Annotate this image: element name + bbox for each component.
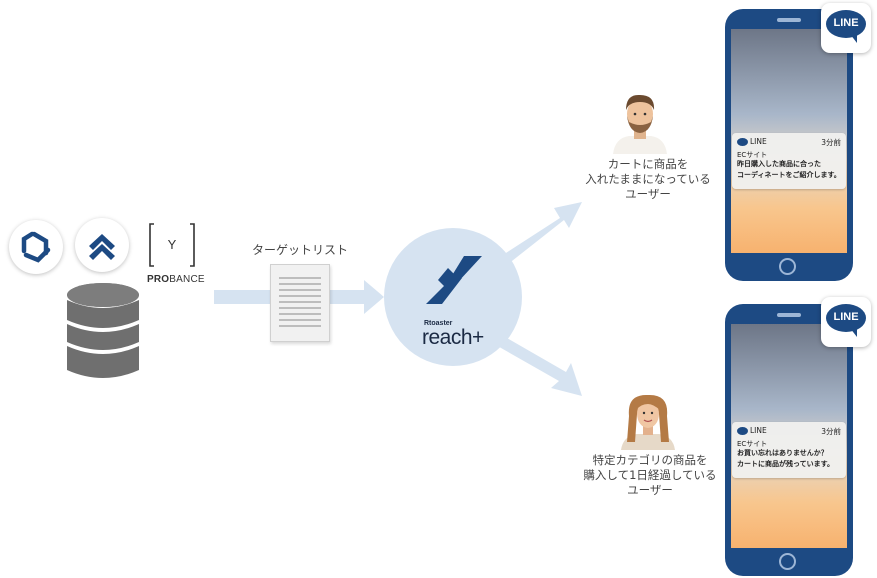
notification-body: お買い忘れはありませんか？ カートに商品が残っています。 [737,449,834,468]
source-logo-2 [75,218,129,272]
notification-app: LINE [750,137,767,146]
line-notification-1[interactable]: LINE 3分前 ECサイト 昨日購入した商品に合った コーディネートをご紹介し… [732,133,846,189]
double-chevron-logo-icon [89,234,115,260]
phone-1: LINE 3分前 ECサイト 昨日購入した商品に合った コーディネートをご紹介し… [725,9,853,281]
notification-sender: ECサイト [737,440,768,448]
phone-2: LINE 3分前 ECサイト お買い忘れはありませんか？ カートに商品が残ってい… [725,304,853,576]
svg-text:Y: Y [168,237,177,252]
hub-label-small: Rtoaster [424,320,453,327]
woman-avatar-icon [621,394,675,450]
line-app-icon [826,304,866,332]
notification-app: LINE [750,426,767,435]
hub-label-big: reach+ [422,326,484,349]
source-logo-1 [9,220,63,274]
home-button[interactable] [779,258,796,275]
line-app-icon [737,138,748,146]
document-icon [270,264,330,342]
man-avatar-icon [613,94,667,154]
home-button[interactable] [779,553,796,570]
reach-plus-logo-icon [426,256,482,304]
segment-2-label: 特定カテゴリの商品を 購入して1日経過している ユーザー [583,453,717,497]
arrow-to-segment-2 [494,334,582,396]
notification-body: 昨日購入した商品に合った コーディネートをご紹介します。 [737,160,841,179]
notification-time: 3分前 [821,138,841,147]
target-list-label: ターゲットリスト [251,243,348,257]
notification-sender: ECサイト [737,151,768,159]
notification-time: 3分前 [821,427,841,436]
line-app-icon [826,10,866,38]
probance-label: PROBANCE [147,274,205,285]
reach-plus-hub [384,228,522,366]
segment-1-label: カートに商品を 入れたままになっている ユーザー [585,157,711,201]
phone-speaker [777,313,801,317]
phone-speaker [777,18,801,22]
line-badge-1: LINE [821,3,871,53]
rotating-hex-logo-icon [21,231,51,263]
line-badge-2: LINE [821,297,871,347]
arrow-to-segment-1 [492,202,582,272]
line-notification-2[interactable]: LINE 3分前 ECサイト お買い忘れはありませんか？ カートに商品が残ってい… [732,422,846,478]
database-icon [67,283,139,378]
probance-logo-icon: Y [148,222,198,288]
line-app-icon [737,427,748,435]
